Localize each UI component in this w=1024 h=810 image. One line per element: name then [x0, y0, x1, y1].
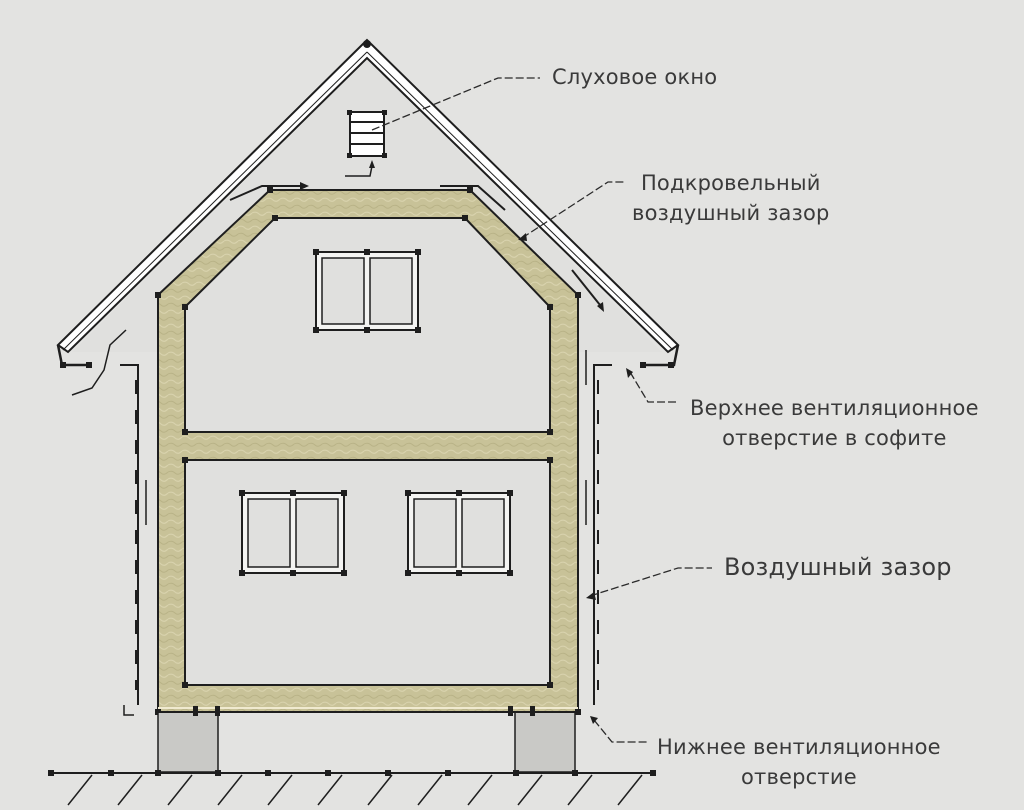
- label-upper-vent-line2: отверстие в софите: [722, 426, 947, 450]
- label-lower-vent-line1: Нижнее вентиляционное: [657, 735, 941, 759]
- ridge-node: [363, 40, 371, 48]
- label-upper-vent-line1: Верхнее вентиляционное: [690, 396, 979, 420]
- label-upper-vent: Верхнее вентиляционное отверстие в софит…: [690, 393, 979, 453]
- window-lower-right: [405, 490, 513, 576]
- leader-lines: [371, 77, 712, 743]
- label-lower-vent-line2: отверстие: [740, 765, 857, 789]
- cladding-left: [120, 364, 147, 716]
- leader-roof-gap: [521, 181, 625, 239]
- leader-lower-vent: [593, 719, 648, 743]
- label-dormer-window: Слуховое окно: [552, 62, 717, 92]
- cladding-right: [585, 350, 612, 705]
- leader-arrows: [518, 233, 633, 724]
- dormer-vent: [345, 110, 387, 177]
- label-roof-air-gap-line2: воздушный зазор: [632, 201, 830, 225]
- label-roof-air-gap-line1: Подкровельный: [640, 171, 821, 195]
- window-upper: [313, 249, 421, 333]
- ground: [48, 770, 656, 806]
- label-air-gap-line1: Воздушный зазор: [724, 553, 952, 581]
- label-lower-vent: Нижнее вентиляционное отверстие: [657, 732, 941, 792]
- window-lower-left: [239, 490, 347, 576]
- label-dormer-line1: Слуховое окно: [552, 65, 718, 89]
- label-air-gap: Воздушный зазор: [724, 552, 952, 582]
- roof-airflow-arrows: [71, 182, 604, 396]
- foundation: [157, 706, 578, 773]
- leader-dormer: [371, 77, 540, 131]
- leader-upper-vent: [629, 371, 678, 403]
- leader-air-gap: [589, 567, 712, 597]
- label-roof-air-gap: Подкровельный воздушный зазор: [632, 168, 830, 228]
